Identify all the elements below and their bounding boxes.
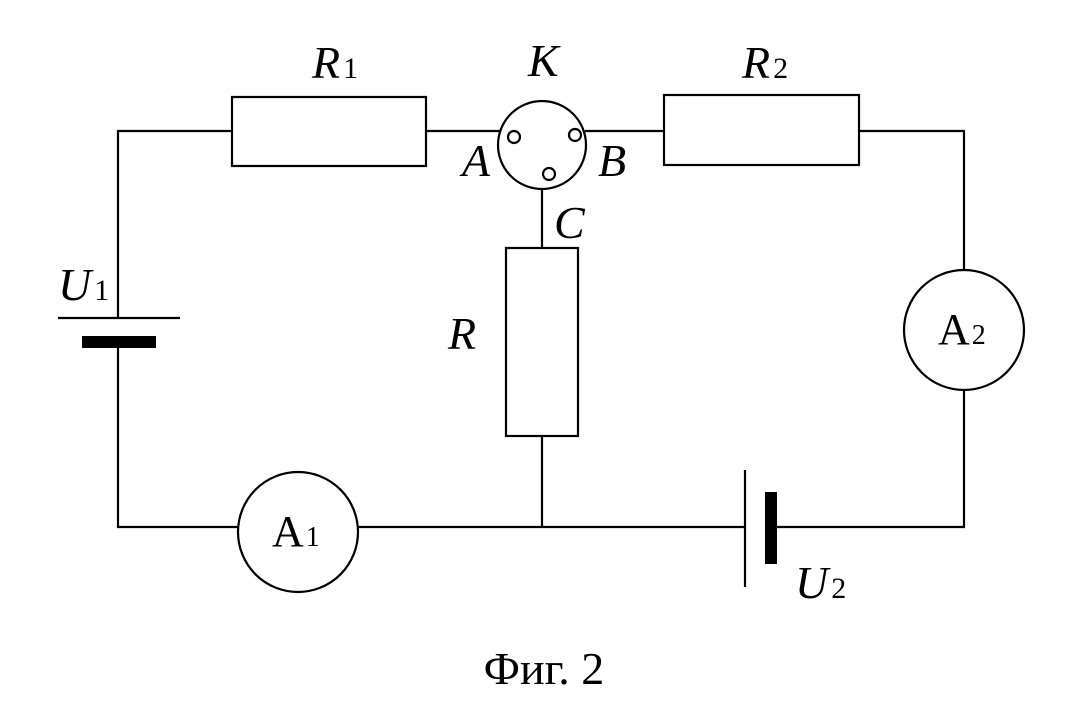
ammeter-a1 — [236, 470, 360, 594]
switch-k — [496, 99, 588, 191]
battery-u2-short-plate — [765, 492, 777, 564]
battery-u1-short-plate — [82, 336, 156, 348]
battery-u1 — [58, 316, 180, 348]
terminal-a-contact — [506, 129, 522, 145]
label-terminal-b: B — [598, 135, 626, 186]
wire-left-bottom — [116, 348, 238, 529]
label-a2: A2 — [938, 305, 986, 354]
label-switch-k: K — [527, 35, 561, 86]
wire-right-bottom — [777, 390, 966, 529]
wires — [116, 129, 966, 529]
figure-caption: Фиг. 2 — [483, 643, 605, 694]
switch-body — [496, 99, 588, 191]
resistor-r2 — [662, 93, 861, 167]
label-r: R — [447, 308, 476, 359]
wire-left-top — [116, 129, 232, 318]
label-terminal-a: A — [459, 135, 491, 186]
resistor-r — [504, 246, 580, 438]
ammeter-a2 — [902, 268, 1026, 392]
label-terminal-c: C — [554, 197, 586, 248]
label-a1: A1 — [272, 507, 320, 556]
wire-right-top — [859, 129, 966, 270]
terminal-c-contact — [541, 166, 557, 182]
battery-u2 — [743, 470, 777, 587]
resistor-r1 — [230, 95, 428, 168]
terminal-b-contact — [567, 127, 583, 143]
